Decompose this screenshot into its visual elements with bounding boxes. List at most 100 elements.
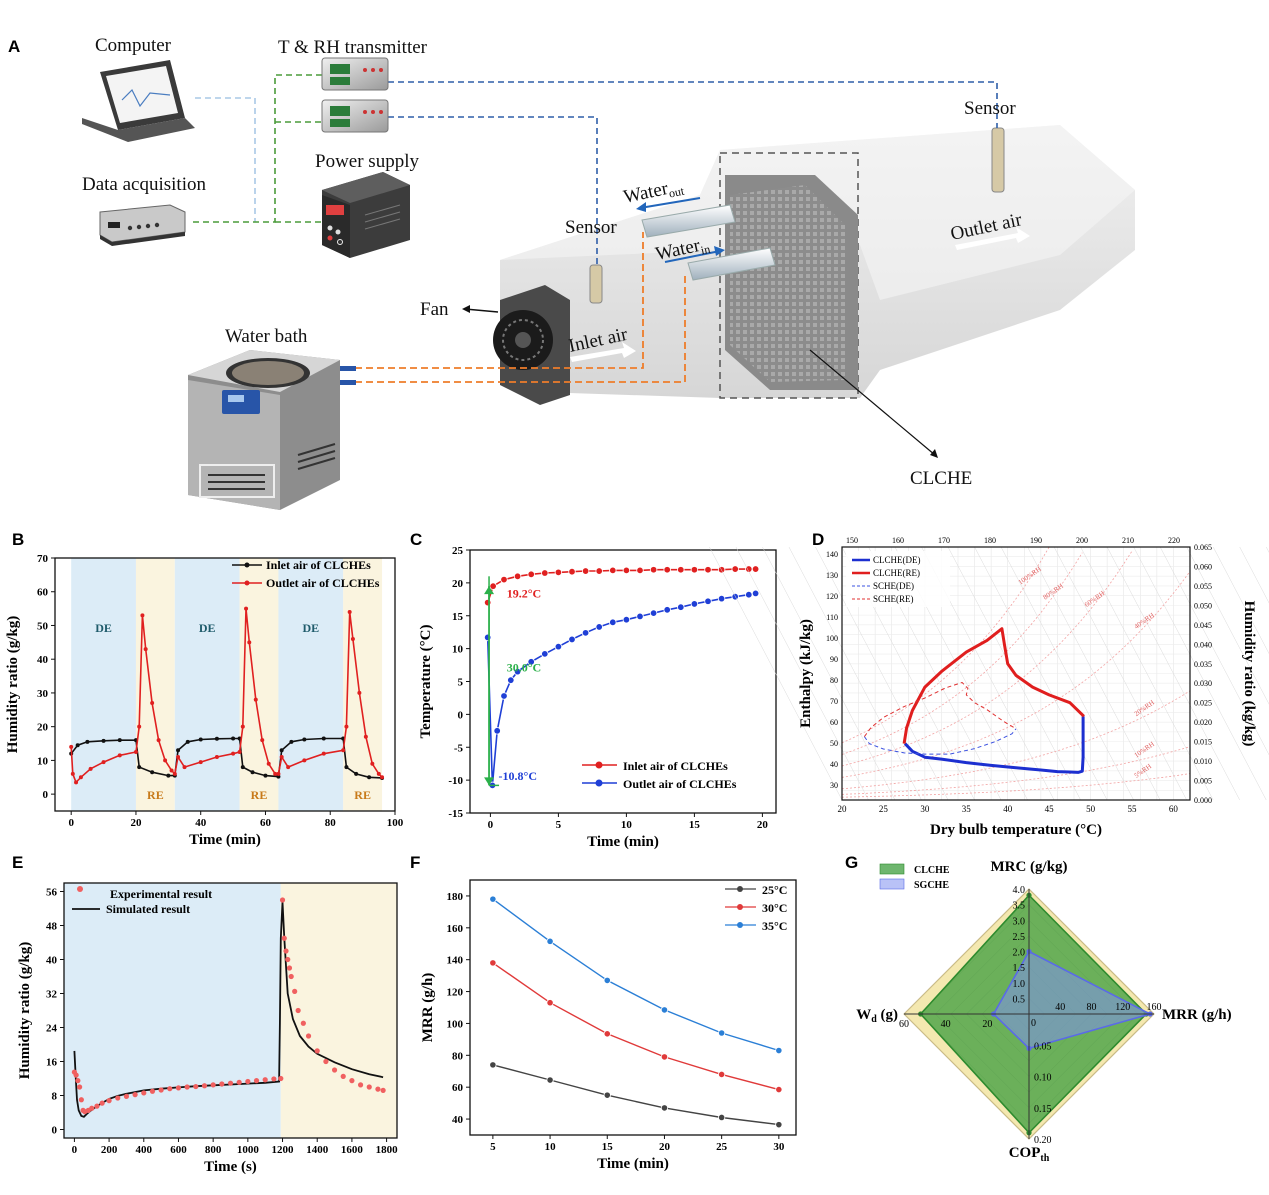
b-phase-label: DE (95, 621, 112, 635)
g-tick-wd: 40 (941, 1019, 951, 1030)
d-xaxis-label: Dry bulb temperature (°C) (930, 822, 1102, 838)
f-series-point (489, 959, 497, 967)
c-series-point (581, 629, 590, 637)
f-ytick-label: 180 (447, 891, 464, 903)
e-ytick-label: 56 (46, 887, 58, 899)
f-series-point (489, 895, 497, 903)
e-series-point-experimental (149, 1088, 156, 1094)
d-lefttick-label: 100 (826, 634, 838, 643)
d-righttick-label: 0.045 (1194, 621, 1212, 630)
d-enthalpy-line (974, 546, 1108, 801)
f-legend-marker (737, 922, 743, 928)
b-xtick-label: 60 (260, 817, 272, 829)
d-legend-label: SCHE(RE) (873, 594, 914, 604)
c-series-point (595, 567, 603, 575)
d-enthalpy-line (788, 546, 922, 801)
e-series-point-experimental (305, 1033, 312, 1039)
d-xtick-label: 25 (879, 804, 889, 814)
d-xtick-label: 45 (1045, 804, 1055, 814)
g-tick-mrc: 0.5 (1013, 994, 1026, 1005)
c-series-point (704, 597, 712, 605)
e-ytick-label: 40 (46, 955, 58, 967)
f-ytick-label: 120 (447, 987, 464, 999)
d-righttick-label: 0.010 (1194, 757, 1212, 766)
b-series-point (117, 753, 122, 758)
d-yaxis-label: Enthalpy (kJ/kg) (798, 619, 814, 728)
power-supply-label: Power supply (315, 151, 419, 172)
d-legend-label: CLCHE(RE) (873, 568, 920, 578)
g-legend-label: SGCHE (914, 880, 949, 891)
e-series-point-experimental (219, 1081, 225, 1087)
b-phase-band-de (71, 558, 136, 811)
e-series-point-experimental (340, 1073, 346, 1079)
b-phase-label: RE (251, 788, 268, 802)
panel-label-f: F (410, 853, 420, 872)
b-series-point (198, 760, 203, 765)
b-series-point (117, 738, 122, 743)
d-rh-label: 60%RH (1083, 589, 1106, 608)
c-xtick-label: 20 (757, 819, 769, 831)
b-series-point (276, 771, 281, 776)
c-series-point (717, 594, 726, 603)
d-righttick-label: 0.040 (1194, 640, 1212, 649)
e-series-point-experimental (193, 1083, 199, 1090)
clche-label: CLCHE (910, 468, 972, 489)
data-acquisition-label: Data acquisition (82, 174, 206, 195)
b-xtick-label: 20 (130, 817, 142, 829)
b-series-point (176, 748, 181, 753)
b-series-point (85, 739, 90, 744)
fan-label: Fan (420, 299, 449, 320)
b-series-point (88, 766, 93, 771)
f-legend-label: 30°C (762, 901, 787, 915)
d-xtick-label: 40 (1003, 804, 1013, 814)
b-series-point (370, 761, 375, 766)
e-series-point-experimental (253, 1078, 260, 1084)
c-series-point (541, 569, 549, 577)
c-legend-marker (595, 761, 603, 769)
d-toptick-label: 150 (846, 536, 858, 545)
d-enthalpy-line (1106, 546, 1240, 801)
b-series-point (70, 771, 75, 776)
c-series-point (595, 623, 603, 631)
b-series-point (156, 738, 161, 743)
b-series-point (101, 760, 106, 765)
f-series-line-1 (492, 962, 779, 1091)
c-series-point (581, 567, 590, 575)
e-legend-label: Experimental result (110, 887, 212, 901)
b-series-point (185, 739, 190, 744)
b-series-point (279, 755, 284, 760)
e-legend-marker (77, 886, 83, 892)
clche-pointer-arrow-icon (930, 449, 938, 458)
e-series-point-experimental (271, 1076, 277, 1082)
b-series-point (302, 758, 307, 763)
c-ytick-label: 0 (458, 709, 464, 721)
d-rh-curve (841, 746, 1191, 795)
e-ytick-label: 48 (46, 921, 58, 933)
c-series-point (483, 633, 492, 642)
d-toptick-label: 210 (1122, 536, 1134, 545)
d-toptick-label: 180 (984, 536, 996, 545)
e-series-point-experimental (123, 1093, 130, 1099)
e-series-point-experimental (158, 1087, 164, 1093)
b-legend-label: Outlet air of CLCHEs (266, 576, 380, 590)
f-ytick-label: 60 (452, 1082, 464, 1094)
c-xtick-label: 15 (689, 819, 701, 831)
b-phase-label: RE (354, 788, 371, 802)
b-series-point (69, 744, 74, 749)
c-series-point (483, 598, 492, 607)
g-legend-label: CLCHE (914, 865, 950, 876)
c-ytick-label: -5 (454, 742, 464, 754)
d-enthalpy-line (1133, 546, 1267, 801)
b-series-point (289, 739, 294, 744)
d-enthalpy-line (1159, 546, 1269, 756)
b-series-point (253, 697, 258, 702)
b-series-point (321, 736, 326, 741)
b-series-point (347, 609, 352, 614)
c-series-point (500, 692, 508, 700)
b-series-point (354, 771, 359, 776)
e-series-point-experimental (75, 1078, 81, 1084)
d-enthalpy-line (1080, 546, 1214, 801)
b-series-point (150, 770, 155, 775)
water-flow-lines (355, 232, 686, 383)
